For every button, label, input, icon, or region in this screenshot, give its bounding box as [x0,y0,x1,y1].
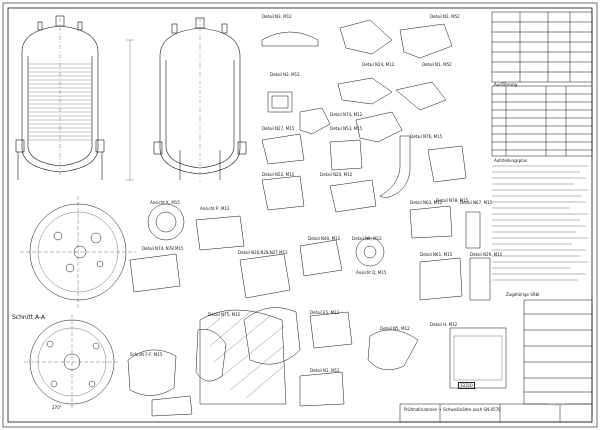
revision-title: Zugehörige SRbl [506,292,540,297]
view-label: Detail N5, M12 [380,326,410,331]
view-label: Detail N1, M52 [422,62,452,67]
vessel-elevation-right [126,17,247,182]
view-label: Ansicht Q, M15 [356,270,387,275]
view-label: Detail N2, M52 [430,14,460,19]
legend-title: Aufstellungsplan [494,158,528,163]
view-label: Detail N24, M12 [362,62,395,67]
vessel-elevation-left [15,15,105,180]
view-label: Detail N26,N28,N27 M12 [238,250,288,255]
sheet-inner-border [7,7,593,423]
detail-cluster-top [261,19,481,249]
notes-lines [492,165,588,281]
view-label: Detail N8, M12 [352,236,382,241]
view-label: Ansicht X, M15 [150,200,180,205]
view-label: Detail N3, M12 [262,14,292,19]
view-label: Detail N78, M15 [436,198,469,203]
view-label: Detail N67, M15 [460,200,493,205]
nozzle-detail-bottom [199,309,345,407]
view-label: Detail N75, M12 [208,312,241,317]
view-label: Detail N20, M12 [320,172,353,177]
center-section-views [195,237,491,382]
view-label: Schnitt A-A [12,314,46,321]
view-label: Schnitt F-F, M15 [130,352,163,357]
view-label: Detail N63, M12 [410,200,443,205]
view-label: Detail N53, M15 [330,126,363,131]
angle-label: 270° [52,405,62,410]
plan-views-left [20,196,245,308]
view-label: Detail N76, M15 [410,134,443,139]
view-label: Detail N52, M15 [262,172,295,177]
section-a-a-view [24,314,193,417]
watermark: mfg.com [548,402,566,407]
view-label: Detail E5, M12 [310,310,340,315]
view-label: Detail N74, N78 M15 [142,246,184,251]
view-label: Detail H, M12 [430,322,458,327]
view-label: Ansicht P, M12 [200,206,230,211]
view-label: Detail N61, M15 [420,252,453,257]
view-label: Detail N1, M12 [310,368,340,373]
view-label: Detail N74, M12 [330,112,363,117]
view-label: Detail N29, M15 [470,252,503,257]
title-block [399,11,593,423]
view-label: Detail N27, M15 [262,126,295,131]
bottom-caption: Prüfmaßnahmen + Schweißnähte nach SN-057… [404,407,501,412]
view-label: Detail N40, M12 [308,236,341,241]
view-label: Detail N3, M12 [270,72,300,77]
sheet-number: 33310 [458,382,475,389]
parts-title: Ausführung [494,82,518,87]
